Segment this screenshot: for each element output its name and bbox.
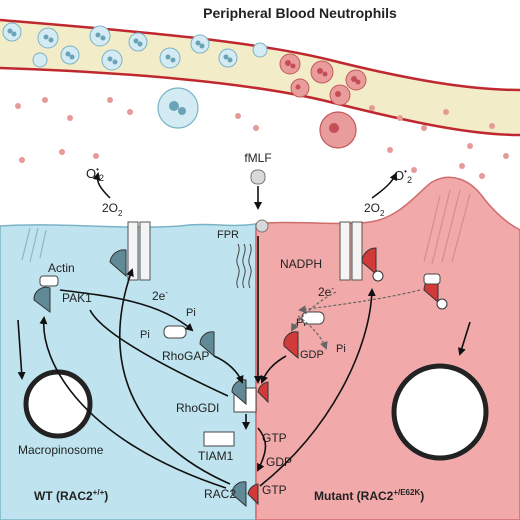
pak1-protein [39,275,59,287]
gtp-label-bottom: GTP [262,483,287,497]
vessel-wall-bottom [0,66,520,137]
emigrating-activated-nucleus [329,123,339,133]
emigrating-neutrophil-nucleus [169,101,179,111]
superoxide-right: O•2 [394,167,412,185]
rac2-wt-bottom [231,481,247,508]
electrons-right: 2e- [318,284,334,299]
actin-label: Actin [48,261,75,275]
actin-filaments-wt [21,227,47,263]
electrons-left: 2e- [152,288,168,303]
nadph-oxidase-wt [127,221,139,281]
rac-complex-mutant [361,247,377,276]
figure-title: Peripheral Blood Neutrophils [203,5,397,21]
fpr-receptor [236,243,252,289]
rhogap-label: RhoGAP [162,349,209,363]
activated-nuclei [285,60,361,97]
fmlf-ligand [250,169,266,185]
rac2-mutant-bottom [247,483,259,506]
mutant-pak-ball [436,298,448,310]
fmlf-label: fMLF [244,151,271,165]
rhogap-rac [199,331,215,358]
actin-filaments-mutant [423,189,471,265]
gtp-label-center: GTP [262,431,287,445]
macropinosome-wt [23,369,93,439]
blood-vessel [0,20,520,135]
gdp-label-center: GDP [266,455,292,469]
pi-label-2: Pi [140,329,150,341]
nadph-oxidase-wt-2 [139,221,151,281]
o2-arrow-right [371,172,397,199]
pak1-label: PAK1 [62,291,92,305]
oxygen-left: 2O2 [102,201,123,218]
pi-label-4: Pi [336,343,346,355]
platelet-particles [15,97,509,179]
rac2-pak1-complex [33,286,51,313]
rhogdi-label: RhoGDI [176,401,219,415]
dashed-arrows [291,289,421,350]
tiam1-label: TIAM1 [198,449,234,463]
macropinosome-mutant [391,363,489,461]
mutant-gdp-complex [283,331,299,360]
o2-arrow-left [92,172,111,199]
wt-cell [0,223,257,520]
fmlf-bound [255,219,269,233]
neutrophil-nuclei [7,28,233,65]
nadph-oxidase-mutant-2 [351,221,363,281]
mutant-pak1-protein [423,273,441,285]
rac-complex-wt [109,249,127,278]
superoxide-left: O•2 [86,165,104,183]
emigrating-neutrophil-nucleus-2 [178,107,186,115]
oxygen-right: 2O2 [364,201,385,218]
rac-complex-mutant-ball [372,270,384,282]
rhogap-protein [163,325,187,339]
nadph-oxidase-mutant [339,221,351,281]
wt-genotype-label: WT (RAC2+/+) [34,488,108,503]
mutant-genotype-label: Mutant (RAC2+/E62K) [314,488,424,503]
macropinosome-label: Macropinosome [18,443,104,457]
rac2-label: RAC2 [204,487,236,501]
pathway-arrows [17,236,471,489]
pi-label-1: Pi [186,307,196,319]
nadph-label: NADPH [280,257,322,271]
tiam1-protein [203,431,235,447]
pi-label-3: Pi [296,317,306,329]
fpr-label: FPR [217,229,239,241]
mutant-gdp-label: GDP [300,349,324,361]
